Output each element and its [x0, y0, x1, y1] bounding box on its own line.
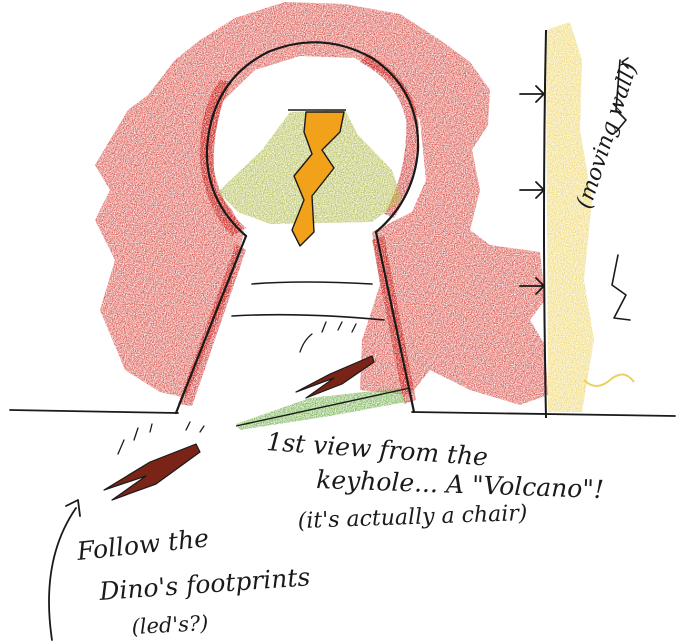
arrow-icon	[520, 182, 544, 198]
view-note-line3: (it's actually a chair)	[297, 501, 527, 534]
view-note-line2: keyhole... A "Volcano"!	[316, 465, 605, 504]
view-note-line1: 1st view from the	[266, 427, 489, 471]
moving-wall-fill	[546, 22, 594, 412]
moving-wall-label: (moving wall)	[572, 60, 643, 212]
curved-arrow-icon	[49, 500, 80, 640]
arrow-icon	[520, 86, 544, 102]
volcano	[218, 110, 402, 246]
dino-note-line2: Dino's footprints	[97, 562, 311, 606]
dino-footprint-icon	[104, 422, 204, 500]
dino-note-line3: (led's?)	[131, 611, 209, 639]
dino-note-line1: Follow the	[75, 523, 211, 566]
